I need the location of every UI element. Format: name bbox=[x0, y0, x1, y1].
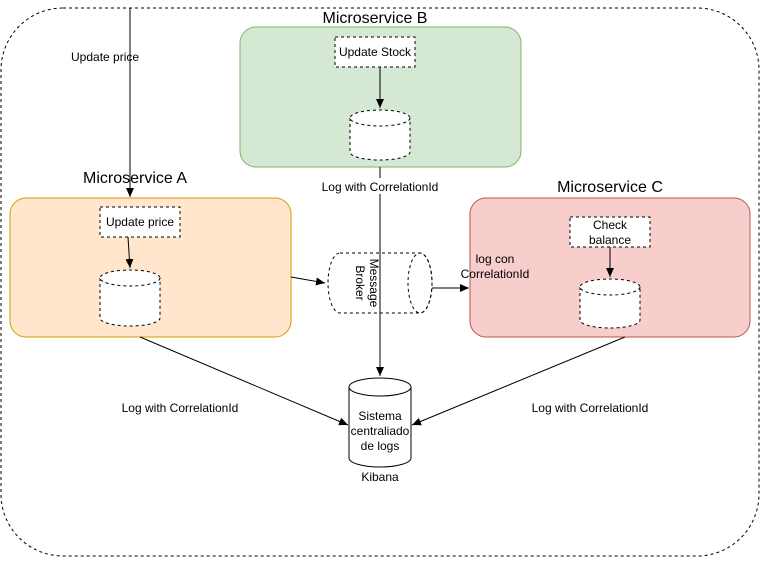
microservice-c-database-icon bbox=[579, 278, 641, 329]
c-log-label: Log with CorrelationId bbox=[532, 401, 649, 415]
central-log-label-3: de logs bbox=[361, 439, 400, 453]
check-balance-label-1: Check bbox=[593, 218, 628, 232]
microservice-c-title: Microservice C bbox=[557, 179, 663, 196]
c-to-central-log-arrow bbox=[411, 336, 626, 426]
message-broker-label-1: Message bbox=[367, 259, 381, 308]
microservice-a-title: Microservice A bbox=[83, 170, 187, 187]
central-log-label-1: Sistema bbox=[358, 409, 402, 423]
microservice-a-database-icon bbox=[99, 269, 161, 327]
kibana-caption: Kibana bbox=[361, 470, 399, 484]
b-log-label-bg bbox=[318, 178, 442, 194]
update-price-task bbox=[99, 206, 181, 238]
c-con-log-label-1: log con bbox=[476, 252, 515, 266]
a-to-broker-arrow bbox=[290, 276, 326, 286]
microservice-a-box bbox=[9, 197, 292, 338]
check-balance-label-2: balance bbox=[589, 233, 631, 247]
c-con-log-label-2: CorrelationId bbox=[461, 267, 530, 281]
microservice-b-database-icon bbox=[349, 109, 411, 161]
central-log-label-2: centraliado bbox=[351, 424, 410, 438]
update-stock-label: Update Stock bbox=[339, 45, 412, 59]
a-to-central-log-arrow bbox=[139, 336, 349, 426]
system-boundary bbox=[0, 7, 760, 557]
a-log-label: Log with CorrelationId bbox=[122, 401, 239, 415]
update-price-label: Update price bbox=[106, 215, 174, 229]
message-broker-label-2: Broker bbox=[353, 265, 367, 300]
b-log-label: Log with CorrelationId bbox=[322, 180, 439, 194]
update-stock-task bbox=[334, 36, 416, 68]
check-balance-task bbox=[569, 216, 651, 248]
central-log-database-icon bbox=[348, 377, 412, 468]
price-to-db-a-arrow bbox=[125, 236, 134, 269]
incoming-update-price-label: Update price bbox=[71, 50, 139, 64]
microservice-b-title: Microservice B bbox=[323, 10, 428, 27]
